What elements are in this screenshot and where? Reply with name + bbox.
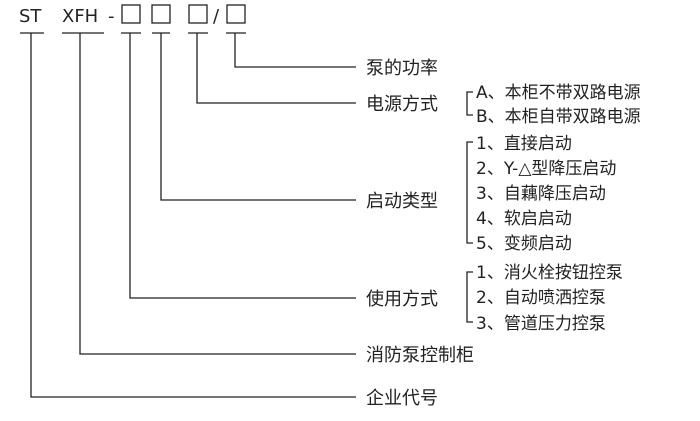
source-option: B、本柜自带双路电源	[476, 107, 641, 127]
option-lists: A、本柜不带双路电源 B、本柜自带双路电源 1、直接启动 2、Y-△型降压启动 …	[476, 83, 641, 334]
leader-source	[196, 33, 356, 104]
code-model: XFH	[62, 6, 98, 27]
leader-company	[30, 33, 356, 398]
label-cabinet: 消防泵控制柜	[366, 345, 474, 366]
code-slash: /	[213, 6, 220, 27]
label-usage: 使用方式	[366, 289, 438, 310]
code-boxes	[121, 4, 246, 24]
code-text: ST XFH - /	[19, 6, 220, 27]
usage-option: 2、自动喷洒控泵	[476, 288, 606, 308]
code-box-power	[226, 4, 246, 24]
start-option: 5、变频启动	[476, 234, 572, 254]
label-start: 启动类型	[366, 191, 438, 212]
leader-start	[160, 33, 356, 201]
bracket-source	[466, 91, 473, 116]
code-box-usage	[121, 4, 141, 24]
start-option: 4、软启启动	[476, 209, 572, 229]
code-box-start	[151, 4, 171, 24]
start-option: 1、直接启动	[476, 134, 572, 154]
usage-option: 1、消火栓按钮控泵	[476, 263, 623, 283]
main-labels: 泵的功率 电源方式 启动类型 使用方式 消防泵控制柜 企业代号	[366, 58, 474, 409]
usage-option: 3、管道压力控泵	[476, 314, 606, 334]
label-power: 泵的功率	[366, 58, 438, 79]
leader-power	[234, 33, 356, 68]
code-box-source	[188, 4, 208, 24]
label-company: 企业代号	[366, 388, 438, 409]
connector-lines	[20, 32, 473, 398]
bracket-usage	[466, 271, 473, 323]
bracket-start	[466, 141, 473, 244]
code-prefix: ST	[19, 6, 42, 27]
code-dash: -	[108, 6, 115, 27]
start-option: 2、Y-△型降压启动	[476, 159, 616, 179]
label-source: 电源方式	[366, 94, 438, 115]
leader-usage	[129, 33, 356, 299]
leader-cabinet	[79, 33, 356, 355]
start-option: 3、自藕降压启动	[476, 184, 606, 204]
source-option: A、本柜不带双路电源	[476, 83, 641, 103]
